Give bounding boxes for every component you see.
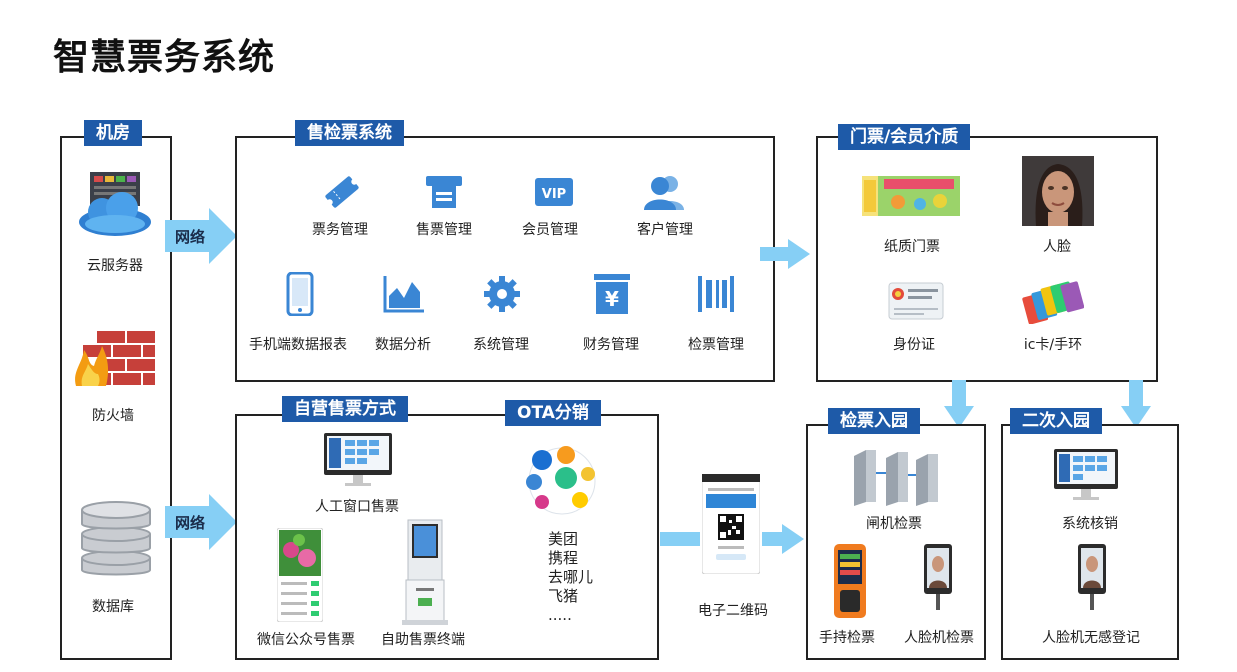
arrow-to-media: [760, 239, 810, 269]
second-entry-tag: 二次入园: [1010, 408, 1102, 434]
ota-item-qunar: 去哪儿: [548, 568, 594, 586]
ticket-sales-management-label: 售票管理: [416, 222, 472, 238]
face-photo: [1022, 156, 1094, 226]
id-card-image: [888, 282, 944, 320]
system-management-label: 系统管理: [473, 337, 529, 353]
wechat-label: 微信公众号售票: [257, 632, 355, 648]
ota-item-more: .....: [548, 606, 572, 624]
firewall-label: 防火墙: [92, 408, 134, 424]
handheld-terminal-icon: [834, 544, 866, 618]
arrow-sales-to-qrcode: [660, 532, 700, 546]
media-panel: [816, 136, 1158, 382]
gate-check-label: 闸机检票: [866, 516, 922, 532]
kiosk-label: 自助售票终端: [381, 632, 465, 648]
svg-text:VIP: VIP: [542, 187, 566, 202]
paper-ticket-image: [862, 176, 960, 216]
network-label-top: 网络: [175, 228, 206, 246]
ticketing-system-tag: 售检票系统: [295, 120, 404, 146]
face-register-label: 人脸机无感登记: [1042, 630, 1140, 646]
handheld-check-label: 手持检票: [819, 630, 875, 646]
mobile-phone-icon: [286, 272, 314, 316]
finance-management-label: 财务管理: [583, 337, 639, 353]
cloud-server-label: 云服务器: [87, 258, 143, 274]
ota-platform-list: 美团 携程 去哪儿 飞猪 .....: [548, 530, 593, 625]
electronic-qrcode-phone: [702, 474, 760, 574]
arrow-qrcode-to-checkin: [762, 524, 804, 554]
finance-icon: ¥: [594, 274, 630, 314]
page-title: 智慧票务系统: [53, 37, 276, 78]
data-analysis-label: 数据分析: [375, 337, 431, 353]
check-management-label: 检票管理: [688, 337, 744, 353]
ota-item-fliggy: 飞猪: [548, 587, 579, 605]
ic-card-image: [1022, 281, 1084, 324]
barcode-gate-icon: [698, 276, 734, 312]
ticket-icon: [325, 176, 359, 208]
face-register-scanner-icon: [1078, 544, 1106, 610]
customer-management-label: 客户管理: [637, 222, 693, 238]
self-sales-tag: 自营售票方式: [282, 396, 408, 422]
ota-item-ctrip: 携程: [548, 549, 579, 567]
svg-text:¥: ¥: [605, 287, 619, 311]
qrcode-label: 电子二维码: [698, 603, 768, 619]
vip-icon: VIP: [535, 178, 573, 206]
ticket-management-label: 票务管理: [312, 222, 368, 238]
firewall-icon: [75, 329, 157, 387]
face-check-label: 人脸机检票: [904, 630, 974, 646]
face-scanner-icon: [924, 544, 952, 610]
cloud-server-icon: [79, 172, 151, 236]
ic-card-label: ic卡/手环: [1023, 337, 1083, 353]
system-verify-monitor-icon: [1054, 449, 1118, 500]
ota-item-meituan: 美团: [548, 530, 579, 548]
arrow-to-checkin: [944, 380, 974, 428]
media-tag: 门票/会员介质: [838, 124, 971, 150]
desktop-monitor-icon: [324, 433, 392, 486]
server-room-tag: 机房: [84, 120, 142, 146]
paper-ticket-label: 纸质门票: [884, 239, 940, 255]
gear-icon: [484, 276, 520, 312]
face-label: 人脸: [1043, 239, 1071, 255]
area-chart-icon: [383, 276, 424, 313]
customers-icon: [644, 176, 684, 210]
wechat-phone-screen: [277, 528, 323, 622]
database-icon: [81, 501, 151, 576]
member-management-label: 会员管理: [522, 222, 578, 238]
id-card-label: 身份证: [893, 337, 935, 353]
network-arrow-top: 网络: [165, 208, 237, 264]
database-label: 数据库: [92, 599, 134, 615]
arrow-to-second-entry: [1121, 380, 1151, 428]
self-service-kiosk-icon: [402, 519, 448, 625]
network-arrow-bottom: 网络: [165, 494, 237, 550]
system-verify-label: 系统核销: [1062, 516, 1118, 532]
network-label-bottom: 网络: [175, 514, 206, 532]
ota-logos-cluster: [526, 446, 596, 515]
manual-window-label: 人工窗口售票: [315, 499, 399, 515]
turnstile-gate-icon: [854, 450, 938, 506]
ota-tag: OTA分销: [505, 400, 601, 426]
checkin-tag: 检票入园: [828, 408, 920, 434]
ticket-printer-icon: [426, 176, 462, 208]
mobile-report-label: 手机端数据报表: [249, 337, 347, 353]
ticketing-system-panel: [235, 136, 775, 382]
